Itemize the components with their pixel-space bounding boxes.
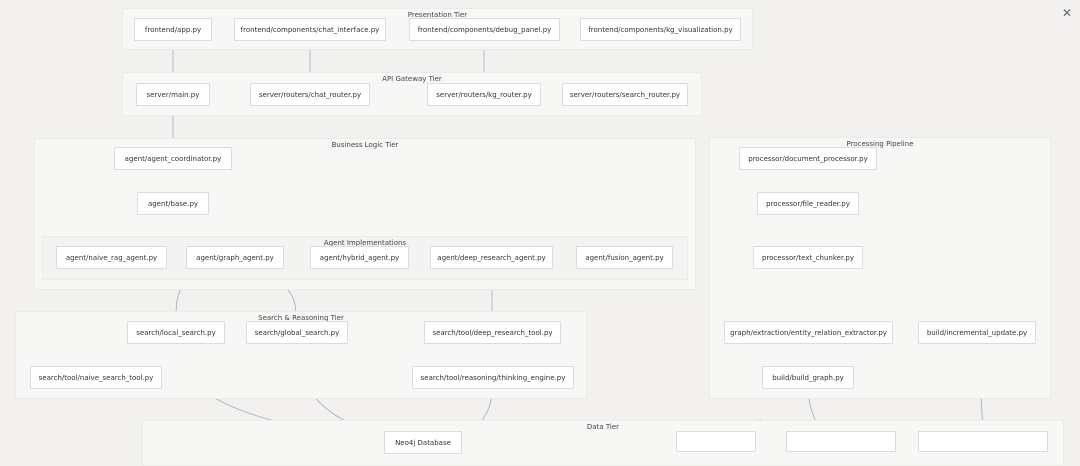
node-frontend-app[interactable]: frontend/app.py (134, 18, 212, 41)
node-label: Neo4j Database (395, 438, 451, 447)
node-build-graph[interactable]: build/build_graph.py (762, 366, 854, 389)
node-deep-research-agent[interactable]: agent/deep_research_agent.py (430, 246, 553, 269)
node-fusion-agent[interactable]: agent/fusion_agent.py (576, 246, 673, 269)
node-agent-coordinator[interactable]: agent/agent_coordinator.py (114, 147, 232, 170)
node-label: graph/extraction/entity_relation_extract… (730, 328, 887, 337)
node-naive-search-tool[interactable]: search/tool/naive_search_tool.py (30, 366, 162, 389)
api-gateway-tier-title: API Gateway Tier (382, 75, 442, 83)
node-label: build/incremental_update.py (926, 328, 1028, 337)
node-server-main[interactable]: server/main.py (136, 83, 210, 106)
close-icon[interactable]: ✕ (1061, 6, 1073, 20)
node-deep-research-tool[interactable]: search/tool/deep_research_tool.py (424, 321, 561, 344)
node-search-router[interactable]: server/routers/search_router.py (562, 83, 688, 106)
node-chat-router[interactable]: server/routers/chat_router.py (250, 83, 370, 106)
node-entity-relation-extractor[interactable]: graph/extraction/entity_relation_extract… (724, 321, 893, 344)
node-label: agent/hybrid_agent.py (319, 253, 400, 262)
search-reasoning-tier-title: Search & Reasoning Tier (258, 314, 344, 322)
node-label: frontend/app.py (144, 25, 202, 34)
node-label: processor/file_reader.py (766, 199, 850, 208)
node-label: agent/graph_agent.py (196, 253, 274, 262)
node-label: search/local_search.py (136, 328, 216, 337)
node-debug-panel[interactable]: frontend/components/debug_panel.py (409, 18, 560, 41)
node-label: agent/fusion_agent.py (585, 253, 664, 262)
node-label: frontend/components/kg_visualization.py (588, 25, 733, 34)
node-data-store-2[interactable] (786, 431, 896, 452)
node-kg-router[interactable]: server/routers/kg_router.py (427, 83, 541, 106)
node-local-search[interactable]: search/local_search.py (127, 321, 225, 344)
node-label: server/main.py (146, 90, 200, 99)
node-file-reader[interactable]: processor/file_reader.py (757, 192, 859, 215)
node-label: search/tool/naive_search_tool.py (38, 373, 154, 382)
node-agent-base[interactable]: agent/base.py (137, 192, 209, 215)
node-label: server/routers/kg_router.py (436, 90, 532, 99)
data-tier-title: Data Tier (586, 423, 620, 431)
node-naive-rag-agent[interactable]: agent/naive_rag_agent.py (56, 246, 167, 269)
processing-pipeline-title: Processing Pipeline (846, 140, 914, 148)
node-kg-visualization[interactable]: frontend/components/kg_visualization.py (580, 18, 741, 41)
node-label: agent/naive_rag_agent.py (65, 253, 158, 262)
node-global-search[interactable]: search/global_search.py (246, 321, 348, 344)
node-hybrid-agent[interactable]: agent/hybrid_agent.py (310, 246, 409, 269)
node-label: agent/deep_research_agent.py (437, 253, 546, 262)
node-label: processor/document_processor.py (748, 154, 868, 163)
node-label: agent/agent_coordinator.py (124, 154, 222, 163)
agent-implementations-title: Agent Implementations (323, 239, 407, 247)
node-chat-interface[interactable]: frontend/components/chat_interface.py (234, 18, 386, 41)
presentation-tier-title: Presentation Tier (407, 11, 468, 19)
node-label: search/tool/reasoning/thinking_engine.py (420, 373, 566, 382)
node-label: frontend/components/debug_panel.py (417, 25, 552, 34)
node-graph-agent[interactable]: agent/graph_agent.py (186, 246, 284, 269)
node-label: server/routers/chat_router.py (258, 90, 362, 99)
business-logic-tier-title: Business Logic Tier (331, 141, 399, 149)
node-data-store-1[interactable] (676, 431, 756, 452)
node-label: agent/base.py (147, 199, 199, 208)
node-label: build/build_graph.py (772, 373, 844, 382)
node-incremental-update[interactable]: build/incremental_update.py (918, 321, 1036, 344)
node-document-processor[interactable]: processor/document_processor.py (739, 147, 877, 170)
node-label: search/tool/deep_research_tool.py (432, 328, 553, 337)
node-neo4j-database[interactable]: Neo4j Database (384, 431, 462, 454)
node-label: search/global_search.py (254, 328, 340, 337)
node-text-chunker[interactable]: processor/text_chunker.py (753, 246, 863, 269)
node-thinking-engine[interactable]: search/tool/reasoning/thinking_engine.py (412, 366, 574, 389)
node-label: frontend/components/chat_interface.py (240, 25, 380, 34)
node-label: processor/text_chunker.py (761, 253, 855, 262)
data-tier: Data Tier (142, 420, 1064, 466)
node-label: server/routers/search_router.py (569, 90, 681, 99)
node-data-store-3[interactable] (918, 431, 1048, 452)
